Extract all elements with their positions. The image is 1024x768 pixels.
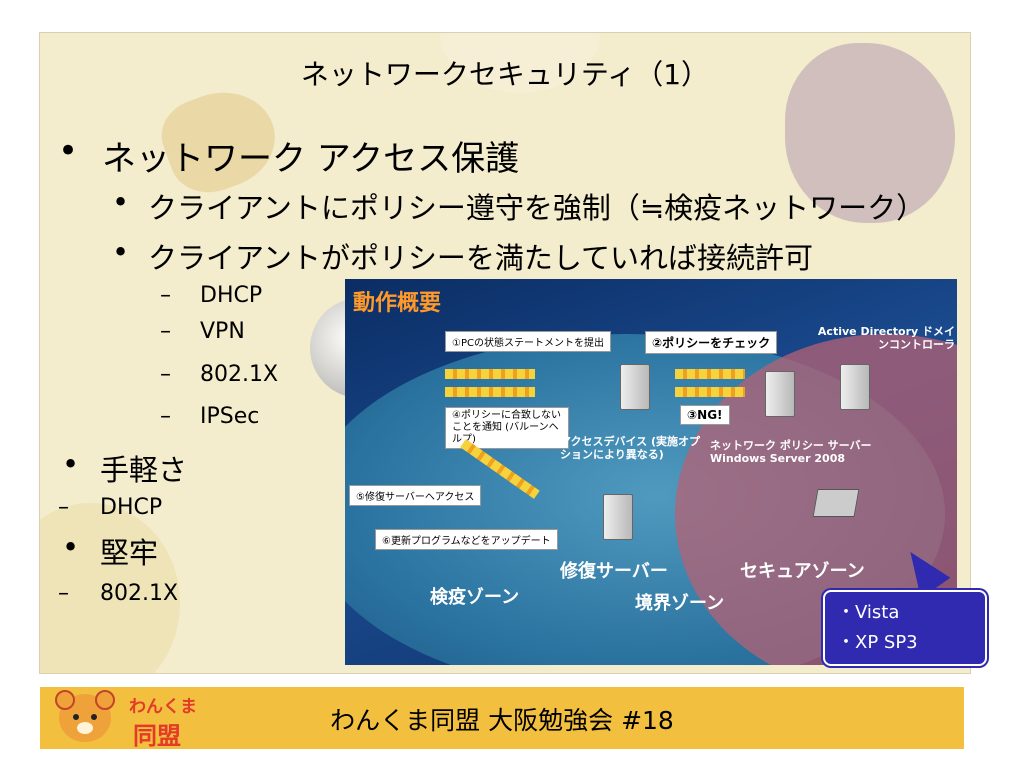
footer-bar: わんくま同盟 大阪勉強会 #18: [40, 687, 964, 749]
access-device-label: アクセスデバイス (実施オプションにより異なる): [560, 435, 700, 461]
list-item-dhcp: DHCP: [200, 283, 263, 308]
bullet-glyph: •: [112, 235, 130, 269]
dash-glyph: –: [58, 495, 69, 520]
ad-server-icon: [840, 364, 870, 410]
bullet-robust: 堅牢: [100, 536, 159, 570]
slide-title: ネットワークセキュリティ（1）: [300, 58, 710, 91]
bear-muzzle-icon: [77, 722, 93, 734]
repair-server-icon: [603, 494, 633, 540]
boundary-zone-label: 境界ゾーン: [635, 593, 725, 614]
repair-server-label: 修復サーバー: [560, 561, 668, 582]
callout-os-list: ・Vista ・XP SP3: [823, 590, 987, 666]
bear-eye-icon: [73, 714, 79, 720]
arrow-icon: [445, 387, 535, 397]
step2-label: ②ポリシーをチェック: [645, 331, 778, 354]
bullet-glyph: •: [58, 131, 79, 171]
bear-ear-icon: [55, 690, 75, 710]
dash-glyph: –: [160, 283, 171, 308]
nps-server-icon: [765, 371, 795, 417]
access-device-server-icon: [620, 364, 650, 410]
decor-blob: [785, 43, 955, 223]
callout-line-vista: ・Vista: [837, 602, 900, 623]
list-item-ipsec: IPSec: [200, 404, 260, 429]
nps-label: ネットワーク ポリシー サーバー Windows Server 2008: [710, 439, 872, 465]
wankuma-logo: わんくま 同盟: [55, 690, 230, 750]
dash-glyph: –: [160, 319, 171, 344]
dash-glyph: –: [160, 404, 171, 429]
bear-icon: [55, 690, 115, 742]
list-item-8021x: 802.1X: [200, 362, 279, 387]
bullet-network-access-protection: ネットワーク アクセス保護: [102, 139, 520, 179]
dash-glyph: –: [58, 581, 69, 606]
secure-zone-label: セキュアゾーン: [740, 561, 865, 582]
list-item-dhcp-2: DHCP: [100, 495, 163, 520]
diagram-heading: 動作概要: [353, 291, 442, 316]
step1-label: ①PCの状態ステートメントを提出: [445, 331, 611, 352]
step5-label: ⑤修復サーバーへアクセス: [349, 485, 482, 506]
list-item-8021x-2: 802.1X: [100, 581, 179, 606]
arrow-icon: [675, 387, 745, 397]
dash-glyph: –: [160, 362, 171, 387]
arrow-icon: [675, 369, 745, 379]
bear-ear-icon: [95, 690, 115, 710]
ad-label: Active Directory ドメインコントローラ: [817, 325, 955, 351]
laptop-icon: [812, 489, 860, 517]
bullet-allow-connection: クライアントがポリシーを満たしていれば接続許可: [148, 241, 813, 275]
footer-text: わんくま同盟 大阪勉強会 #18: [330, 706, 674, 735]
logo-text-line1: わんくま: [129, 697, 197, 717]
bullet-glyph: •: [62, 530, 80, 564]
bullet-enforce-policy: クライアントにポリシー遵守を強制（≒検疫ネットワーク）: [148, 191, 926, 225]
step3-label: ③NG!: [680, 405, 730, 425]
quarantine-zone-label: 検疫ゾーン: [430, 587, 520, 608]
arrow-icon: [445, 369, 535, 379]
list-item-vpn: VPN: [200, 319, 245, 344]
bullet-glyph: •: [62, 447, 80, 481]
bullet-glyph: •: [112, 185, 130, 219]
bear-eye-icon: [91, 714, 97, 720]
bullet-ease: 手軽さ: [100, 453, 188, 487]
step6-label: ⑥更新プログラムなどをアップデート: [375, 529, 558, 550]
callout-line-xpsp3: ・XP SP3: [837, 632, 918, 653]
logo-text-line2: 同盟: [133, 722, 181, 750]
